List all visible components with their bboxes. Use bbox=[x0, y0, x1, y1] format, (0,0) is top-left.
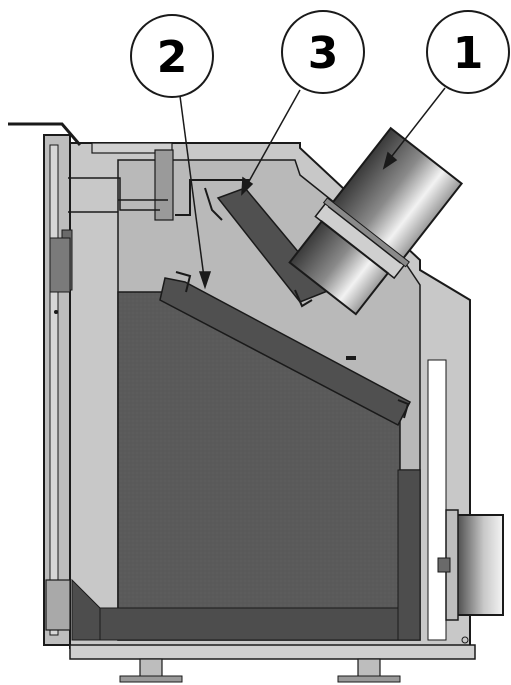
callout-leaders bbox=[179, 87, 446, 290]
firebox-floor bbox=[99, 607, 421, 641]
control-rod bbox=[8, 122, 82, 146]
leader-3-arrow bbox=[241, 176, 254, 196]
leader-2-arrow bbox=[198, 271, 212, 290]
leader-3 bbox=[242, 89, 301, 193]
callout-3-circle bbox=[281, 10, 365, 94]
baffle-2-bracket-left bbox=[175, 271, 192, 293]
rear-insulation bbox=[427, 359, 447, 641]
callout-1-circle bbox=[426, 10, 510, 94]
foot-left-pad bbox=[119, 675, 183, 683]
foot-right bbox=[357, 658, 381, 678]
callout-1: 1 bbox=[426, 10, 510, 94]
secondary-air-pipe bbox=[175, 179, 250, 216]
air-pipe bbox=[68, 177, 168, 213]
callout-2: 2 bbox=[130, 14, 214, 98]
rod-bracket bbox=[91, 142, 173, 154]
leader-1 bbox=[384, 87, 446, 166]
air-control-mechanism bbox=[8, 122, 250, 293]
rear-air-outlet bbox=[437, 509, 504, 621]
firebox-back-wall bbox=[397, 469, 421, 641]
leader-1-arrow bbox=[382, 151, 398, 170]
door-rivet bbox=[54, 310, 58, 314]
foot-right-pad bbox=[337, 675, 401, 683]
firebox-front-slope bbox=[71, 578, 101, 641]
door-inner-strip bbox=[49, 144, 59, 636]
leader-2 bbox=[179, 95, 206, 286]
small-label-plate bbox=[346, 356, 356, 360]
side-air-channel bbox=[49, 237, 71, 293]
air-valve-block bbox=[154, 149, 174, 221]
front-door bbox=[43, 134, 73, 646]
base-plate bbox=[69, 644, 476, 660]
base-screw bbox=[461, 636, 469, 644]
callout-1-label: 1 bbox=[453, 28, 484, 79]
flue-pipe-lower bbox=[288, 220, 390, 316]
callout-3-label: 3 bbox=[308, 28, 339, 79]
rear-outlet-bracket bbox=[437, 557, 451, 573]
baffle-plate-2 bbox=[159, 271, 412, 427]
flue-outlet-1 bbox=[288, 126, 464, 316]
rear-outlet-duct bbox=[454, 514, 504, 616]
door-hinge-bottom bbox=[45, 579, 71, 631]
callout-2-label: 2 bbox=[157, 32, 188, 83]
foot-left bbox=[139, 658, 163, 678]
stove-base bbox=[69, 636, 476, 683]
baffle-3-bracket bbox=[204, 187, 313, 308]
callout-3: 3 bbox=[281, 10, 365, 94]
flue-clamp bbox=[322, 197, 410, 268]
baffle-2-bracket-right bbox=[397, 399, 410, 419]
baffle-2-body bbox=[159, 277, 412, 427]
callout-2-circle bbox=[130, 14, 214, 98]
